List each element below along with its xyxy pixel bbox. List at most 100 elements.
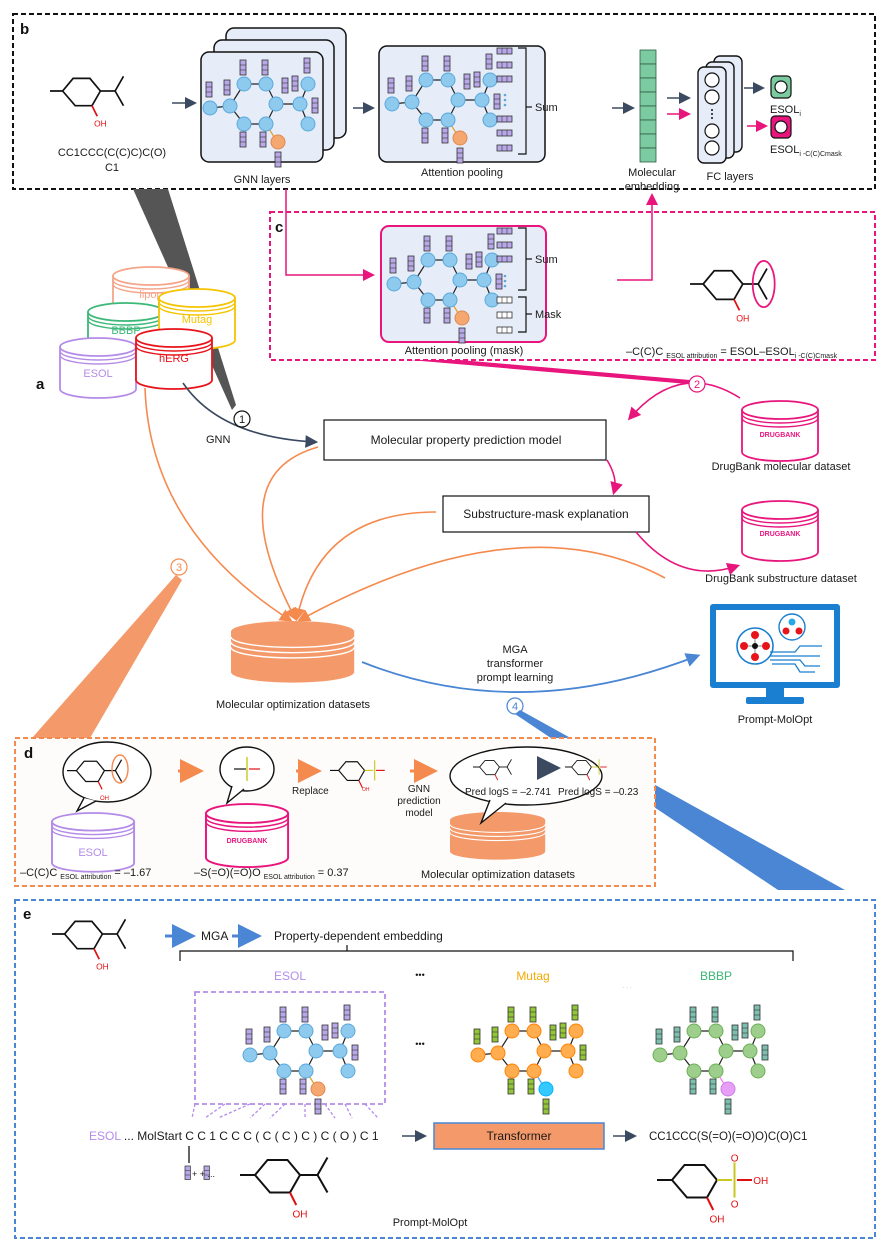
- embedding-cell: [639, 91, 657, 107]
- oh-label: OH: [736, 313, 749, 323]
- step-1-number: 1: [239, 414, 245, 426]
- panel-b-letter: b: [20, 21, 29, 38]
- step-2-badge: [688, 375, 706, 393]
- drugbank-molecular-label: DrugBank molecular dataset: [712, 461, 851, 473]
- gnn-pred-label-3: model: [405, 808, 432, 819]
- removed-group-highlight: [111, 754, 129, 784]
- replace-label: Replace: [292, 786, 329, 797]
- o-label: O: [731, 1200, 739, 1211]
- bbbp-task-label: BBBP: [700, 969, 732, 983]
- mga-label: MGA: [502, 644, 528, 656]
- transformer-label: transformer: [487, 658, 544, 670]
- prompt-molopt-monitor-icon: [710, 604, 840, 704]
- pred-logs-before: Pred logS = –2.741: [465, 787, 551, 798]
- panel-c-letter: c: [275, 219, 283, 236]
- arrow-drugbank-to-model: [627, 382, 741, 421]
- arrow-model-to-opt: [261, 446, 319, 621]
- ellipsis-2: •••: [415, 1039, 424, 1049]
- esol-graph: [243, 1005, 358, 1114]
- prompt-molopt-caption: Prompt-MolOpt: [393, 1217, 468, 1229]
- oh-label: OH: [96, 962, 109, 972]
- oh-label: OH: [362, 787, 370, 793]
- dataset-bbbp-label: BBBP: [111, 325, 140, 337]
- bbbp-graph: [653, 1005, 768, 1114]
- arrow-gnn-step1: [182, 382, 319, 448]
- panel-e-letter: e: [23, 906, 31, 923]
- sum-label: Sum: [535, 102, 558, 114]
- dataset-herg-label: hERG: [159, 353, 189, 365]
- step-3-badge: [170, 558, 188, 576]
- arrow-opt-to-promptmolopt: [361, 653, 701, 693]
- esol-mask-output-label: ESOLi -C(C)Cmask: [770, 144, 842, 158]
- oh-label: OH: [94, 119, 107, 129]
- step-1-badge: [233, 410, 251, 428]
- property-embedding-text: Property-dependent embedding: [274, 929, 443, 943]
- drugbank-logo-2: DRUGBANK: [760, 531, 801, 538]
- drugbank-db-cylinder: [205, 803, 290, 869]
- panel-b-border: [12, 13, 876, 190]
- mask-sum-label: Sum: [535, 254, 558, 266]
- embedding-cell: [639, 105, 657, 121]
- embedding-cell: [639, 133, 657, 149]
- gnn-layers-stack: [200, 27, 347, 167]
- oh-label: OH: [100, 796, 109, 802]
- panel-e: e OH MGA Property-dependent embedding ES…: [14, 899, 876, 1239]
- transformer-label: Transformer: [487, 1129, 552, 1143]
- panel-d-letter: d: [24, 745, 33, 762]
- attention-pooling-mask-box: [380, 225, 547, 343]
- panel-b: b OH CC1CCC(C(C)C)C(O) C1 GNN layers Sum: [12, 13, 876, 193]
- fc-layers-label: FC layers: [706, 171, 754, 183]
- prediction-model-label: Molecular property prediction model: [371, 433, 562, 447]
- ellipsis-small: · · ·: [622, 985, 631, 991]
- transformer-box[interactable]: [433, 1122, 605, 1150]
- panel-c-callout-wedge: [410, 360, 690, 384]
- e-input-molecule: OH: [51, 918, 127, 972]
- oh-label: OH: [753, 1176, 768, 1187]
- drugbank-logo-1: DRUGBANK: [760, 432, 801, 439]
- masked-molecule: OH: [689, 260, 776, 323]
- prompt-molecule: OH: [239, 1156, 329, 1221]
- esol-db-cylinder: [51, 812, 136, 873]
- token-embedding-sum: + + ...: [184, 1165, 215, 1180]
- arrow-model-to-explanation: [606, 459, 623, 496]
- embedding-cell: [639, 119, 657, 135]
- embedding-bracket: [179, 950, 794, 961]
- embedding-label-2: embedding: [625, 181, 679, 193]
- drugbank-molecular-dataset: [741, 400, 819, 462]
- mutag-task-label: Mutag: [516, 969, 549, 983]
- optimization-datasets-label: Molecular optimization datasets: [216, 699, 371, 711]
- embedding-cell: [639, 63, 657, 79]
- step3-callout-wedge: [32, 575, 182, 738]
- molecular-embedding-vector: [639, 49, 657, 163]
- drugbank-db-logo: DRUGBANK: [227, 838, 268, 845]
- panel-a-letter: a: [36, 376, 45, 393]
- output-molecule: OH OH O O: [656, 1153, 768, 1226]
- gnn-pred-label-2: prediction: [397, 796, 440, 807]
- panel-c-border: [269, 211, 876, 361]
- o-label: O: [731, 1153, 739, 1164]
- input-smiles-line1: CC1CCC(C(C)C)C(O): [58, 147, 166, 159]
- oh-label: OH: [710, 1215, 725, 1226]
- esol-speech-bubble: OH: [62, 741, 152, 813]
- esol-mask-output-node: [770, 115, 792, 139]
- dataset-esol-label: ESOL: [83, 368, 112, 380]
- gnn-layers-label: GNN layers: [234, 174, 291, 186]
- input-molecule: OH: [49, 75, 125, 129]
- arrow-explanation-to-opt: [292, 511, 437, 622]
- attention-pooling-box: [378, 45, 546, 163]
- esol-embedding-box: [194, 991, 386, 1105]
- panel-e-border: [14, 899, 876, 1239]
- opt-db-cylinder: [449, 811, 546, 861]
- step-3-number: 3: [176, 562, 182, 574]
- oh-label: OH: [293, 1210, 308, 1221]
- token-projection-lines: [191, 1103, 379, 1119]
- esol-task-label: ESOL: [274, 969, 306, 983]
- embedding-cell: [639, 49, 657, 65]
- arrow-substructure-to-opt: [297, 546, 666, 622]
- drugbank-speech-bubble: [219, 746, 275, 805]
- esol-output-label: ESOLi: [770, 104, 801, 118]
